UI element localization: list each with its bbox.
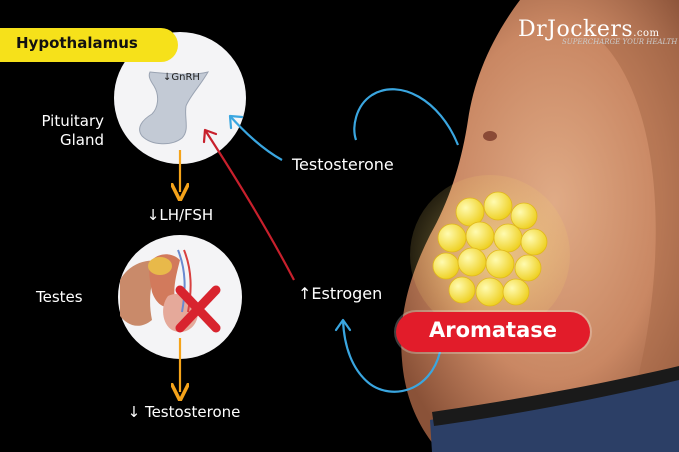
fat-cell bbox=[457, 247, 487, 277]
logo-tagline: SUPERCHARGE YOUR HEALTH bbox=[562, 38, 678, 46]
arrowhead-red-pituitary bbox=[202, 128, 218, 144]
fat-cell bbox=[520, 228, 548, 256]
testes-circle bbox=[118, 235, 242, 359]
arrow-estrogen-to-pituitary bbox=[204, 129, 295, 281]
belt bbox=[432, 366, 679, 426]
lh-fsh-label: ↓LH/FSH bbox=[146, 206, 214, 224]
arrow-loop-bottom bbox=[341, 319, 442, 393]
aromatase-label: Aromatase bbox=[428, 318, 558, 342]
torso-illustration bbox=[401, 0, 679, 452]
aromatase-badge bbox=[396, 312, 590, 352]
pituitary-gland-shape bbox=[139, 71, 210, 145]
anatomy-vessel bbox=[177, 249, 186, 313]
fat-cell bbox=[493, 223, 523, 253]
drjockers-logo: DrJockers.com bbox=[518, 17, 660, 42]
fat-cell bbox=[510, 202, 538, 230]
arrowhead-blue-pituitary bbox=[228, 114, 244, 130]
red-x-mark bbox=[175, 285, 221, 333]
fat-cell bbox=[514, 254, 542, 282]
fat-cell bbox=[502, 278, 530, 306]
fat-cell bbox=[465, 221, 495, 251]
logo-name: DrJockers bbox=[518, 17, 634, 42]
logo-suffix: .com bbox=[633, 28, 660, 39]
anatomy-bladder bbox=[148, 257, 172, 275]
testosterone-low-label: ↓ Testosterone bbox=[127, 403, 241, 421]
gnrh-label: ↓GnRH bbox=[163, 72, 200, 83]
testosterone-label: Testosterone bbox=[292, 155, 394, 174]
fat-cell-cluster bbox=[432, 191, 548, 307]
fat-cell bbox=[475, 277, 505, 307]
estrogen-label: ↑Estrogen bbox=[298, 284, 383, 303]
pituitary-circle bbox=[114, 32, 246, 164]
anatomy-vessel bbox=[183, 249, 192, 313]
arrowhead-blue-estrogen bbox=[334, 318, 352, 332]
hypothalamus-badge bbox=[0, 28, 178, 62]
arm-shadow bbox=[600, 40, 679, 420]
arrow-testosterone-to-pituitary bbox=[229, 115, 283, 161]
arrow-loop-top bbox=[353, 88, 460, 146]
nipple bbox=[483, 131, 497, 141]
fat-cell bbox=[485, 249, 515, 279]
fat-cell bbox=[448, 276, 476, 304]
fat-cell bbox=[432, 252, 460, 280]
pituitary-label: Pituitary Gland bbox=[41, 112, 104, 149]
fat-cell bbox=[483, 191, 513, 221]
fat-cell bbox=[437, 223, 467, 253]
testes-label: Testes bbox=[36, 288, 83, 306]
hypothalamus-label: Hypothalamus bbox=[16, 34, 138, 52]
